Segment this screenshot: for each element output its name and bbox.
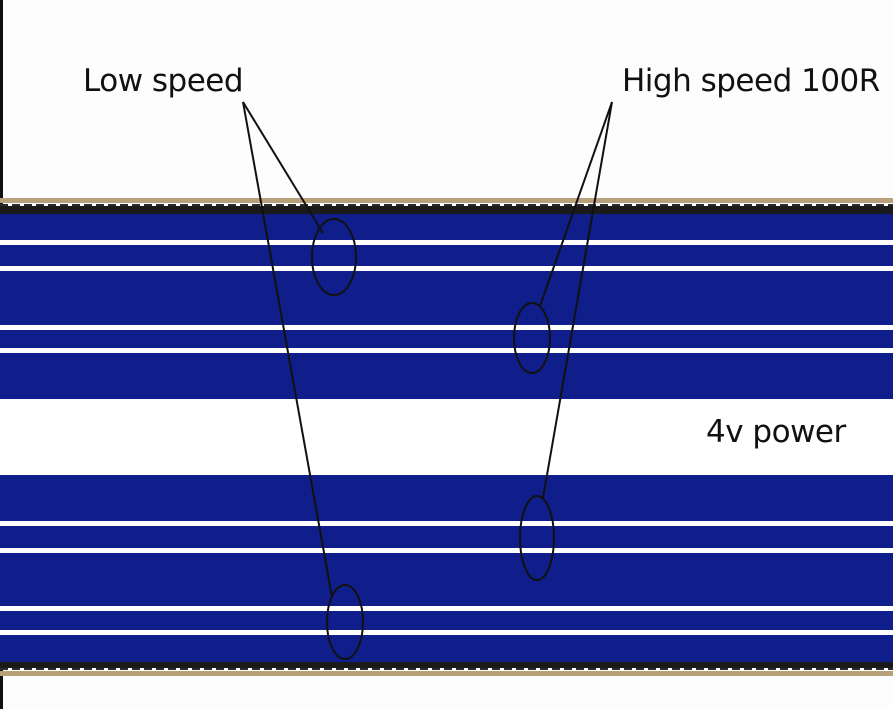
high-speed-pointers — [539, 101, 613, 499]
upper-gap-2 — [0, 266, 893, 271]
low-speed-pair-bottom-marker — [326, 584, 364, 660]
lower-gap-2 — [0, 548, 893, 553]
power-label: 4v power — [706, 414, 846, 450]
lower-conductor-band — [0, 475, 893, 665]
high-speed-label: High speed 100R — [622, 63, 880, 99]
upper-gap-1 — [0, 240, 893, 245]
lower-gap-3 — [0, 606, 893, 611]
high-speed-pair-bottom-marker — [519, 495, 555, 581]
upper-gap-3 — [0, 325, 893, 330]
power-band — [0, 399, 893, 475]
lower-gap-4 — [0, 630, 893, 635]
top-shield-edge — [0, 198, 893, 214]
low-speed-label: Low speed — [83, 63, 244, 99]
lower-gap-1 — [0, 521, 893, 526]
upper-gap-4 — [0, 348, 893, 353]
high-speed-pair-top-marker — [513, 302, 551, 374]
bottom-shield-edge — [0, 662, 893, 676]
low-speed-pair-top-marker — [311, 218, 357, 296]
low-speed-pointers — [242, 101, 333, 598]
